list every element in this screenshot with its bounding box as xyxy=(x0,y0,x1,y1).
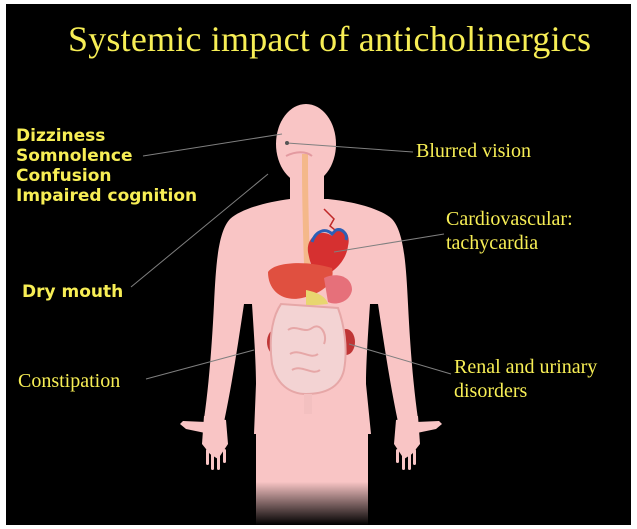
slide-title: Systemic impact of anticholinergics xyxy=(68,18,628,60)
cardio-line: tachycardia xyxy=(446,232,573,256)
blurred-vision-label: Blurred vision xyxy=(416,140,531,164)
constipation-label: Constipation xyxy=(18,370,120,394)
renal-line: Renal and urinary xyxy=(454,356,597,380)
rectum xyxy=(304,394,312,414)
cns-effects-label: Dizziness Somnolence Confusion Impaired … xyxy=(16,126,197,206)
eye-marker xyxy=(285,141,289,145)
renal-urinary-label: Renal and urinary disorders xyxy=(454,356,597,403)
body-diagram xyxy=(6,4,631,525)
cns-effect-item: Confusion xyxy=(16,166,197,186)
cns-effect-item: Dizziness xyxy=(16,126,197,146)
intestines xyxy=(271,304,346,394)
slide: Systemic impact of anticholinergics Dizz… xyxy=(6,4,631,525)
cardio-line: Cardiovascular: xyxy=(446,208,573,232)
dry-mouth-label: Dry mouth xyxy=(22,282,123,302)
cns-effect-item: Impaired cognition xyxy=(16,186,197,206)
legs-fade xyxy=(256,429,368,525)
cns-effect-item: Somnolence xyxy=(16,146,197,166)
leader-line-constipation xyxy=(146,350,254,379)
renal-line: disorders xyxy=(454,380,597,404)
cardiovascular-label: Cardiovascular: tachycardia xyxy=(446,208,573,255)
